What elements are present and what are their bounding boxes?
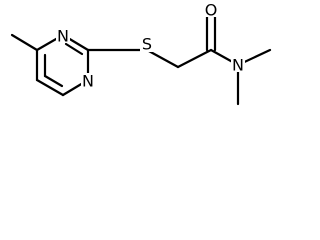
atom-label-oxygen: O (205, 1, 218, 20)
n-ring-upper-bg (56, 28, 70, 43)
bond-n3-c2-inner (64, 42, 84, 56)
atom-label-nitrogen-amide: N (232, 56, 244, 75)
atom-label-nitrogen-ring-lower: N (82, 72, 94, 91)
chemical-structure: N N S O N (10, 1, 272, 106)
bond-c6-c5 (35, 78, 65, 97)
atom-label-nitrogen-ring-upper: N (57, 27, 69, 46)
n-ring-lower-bg (81, 73, 95, 88)
bond-methyl-c4 (10, 33, 39, 52)
bond-c6-c5-inner (43, 74, 64, 88)
bond-s-ch2 (145, 48, 180, 69)
sulfur-bg (140, 36, 154, 52)
atom-labels: N N S O N (56, 1, 245, 91)
bond-ch2-carbonyl (176, 48, 213, 69)
n-amide-bg (231, 57, 245, 72)
oxygen-bg (204, 2, 218, 17)
atom-label-sulfur: S (142, 35, 152, 54)
